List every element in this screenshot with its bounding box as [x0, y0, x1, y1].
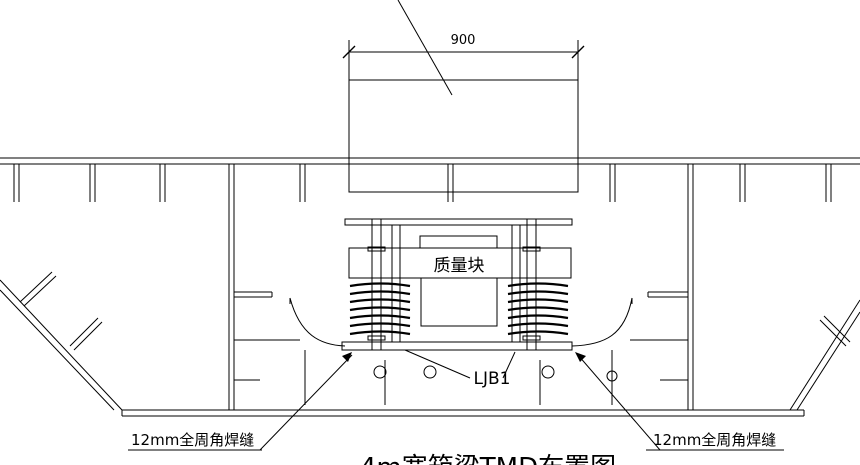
ljb1-label: LJB1 — [474, 369, 511, 389]
spring-left — [349, 282, 411, 336]
bottom-slab — [121, 409, 805, 417]
tmd-top-cap — [419, 235, 498, 249]
weld-label-right: 12mm全周角焊缝 — [653, 431, 776, 449]
weld-label-left: 12mm全周角焊缝 — [131, 431, 254, 449]
inner-damper-box — [420, 277, 498, 327]
diaphragm-hatch — [234, 339, 688, 405]
spring-right — [507, 282, 569, 336]
dimension-900: 900 — [342, 33, 585, 80]
tmd-assembly — [341, 218, 573, 351]
leader-line-top — [397, 0, 453, 96]
drawing-title: 4m宽箱梁TMD布置图 — [360, 453, 616, 465]
weld-arrows — [128, 352, 784, 451]
flange-stiffeners — [13, 164, 832, 202]
mass-block-label: 质量块 — [434, 256, 485, 276]
ljb1-callout: LJB1 — [404, 349, 516, 389]
right-inclined-slab — [789, 299, 860, 411]
diaphragm-opening — [234, 291, 688, 347]
dimension-label: 900 — [451, 33, 476, 48]
upper-block — [348, 79, 579, 193]
webs — [228, 164, 694, 410]
tmd-top-plate — [344, 218, 573, 226]
tmd-bottom-plate — [341, 341, 573, 351]
top-flange — [0, 157, 860, 165]
left-inclined-slab — [0, 271, 123, 411]
